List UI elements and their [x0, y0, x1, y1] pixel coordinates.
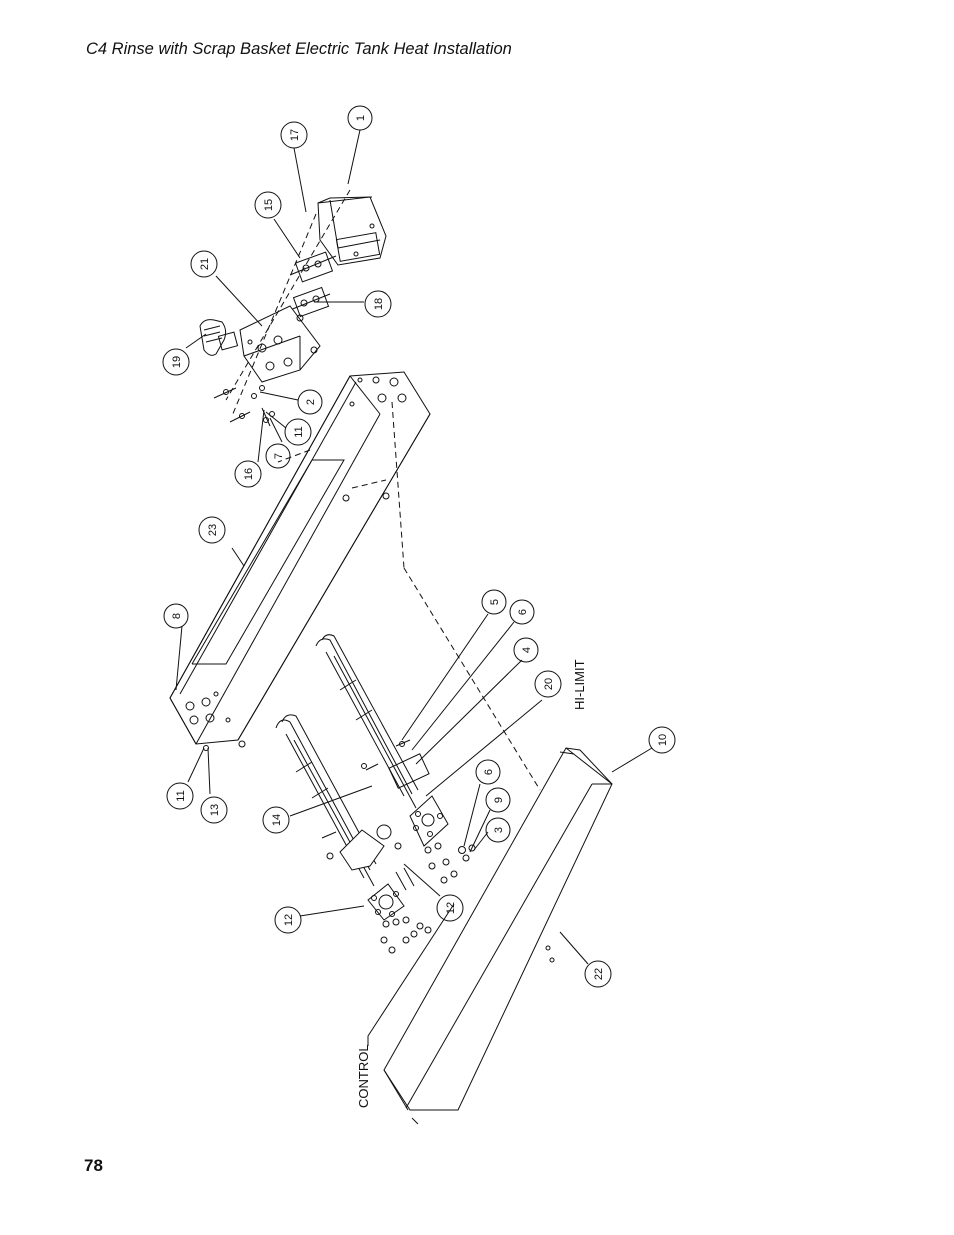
callout-6-lower: 6 — [483, 769, 495, 775]
callout-numbers: 1 17 15 21 19 18 2 11 7 16 23 8 11 13 5 … — [171, 115, 669, 1108]
heating-element-hi-limit — [315, 634, 449, 847]
callout-22: 22 — [593, 968, 605, 980]
callout-18: 18 — [373, 298, 385, 310]
terminal-block-lower — [289, 286, 331, 318]
terminal-block-upper — [289, 251, 337, 283]
callout-10: 10 — [657, 734, 669, 746]
callout-13: 13 — [209, 804, 221, 816]
callout-14: 14 — [271, 814, 283, 826]
callout-20: 20 — [543, 678, 555, 690]
washer-nut-clusters — [380, 842, 476, 954]
callout-17: 17 — [289, 129, 301, 141]
callout-16: 16 — [243, 468, 255, 480]
callout-15: 15 — [263, 199, 275, 211]
callout-4: 4 — [521, 647, 533, 653]
callout-19: 19 — [171, 356, 183, 368]
heating-element-control — [275, 714, 415, 921]
callout-12-left: 12 — [283, 914, 295, 926]
callout-9: 9 — [493, 797, 505, 803]
alignment-lines — [225, 189, 541, 791]
page-number: 78 — [84, 1156, 103, 1175]
callout-2: 2 — [305, 399, 317, 405]
mounting-screws-group — [213, 385, 275, 427]
callout-21: 21 — [199, 258, 211, 270]
callout-23: 23 — [207, 524, 219, 536]
callout-11-upper: 11 — [293, 426, 305, 437]
terminal-box-cover — [317, 196, 387, 266]
page-title: C4 Rinse with Scrap Basket Electric Tank… — [86, 40, 512, 58]
callout-11-lower: 11 — [175, 790, 187, 801]
callout-7: 7 — [273, 453, 285, 459]
callout-6-upper: 6 — [517, 609, 529, 615]
element-cover — [383, 747, 613, 1125]
callout-5: 5 — [489, 599, 501, 605]
callout-1: 1 — [355, 115, 367, 121]
hi-limit-label: HI-LIMIT — [572, 659, 587, 710]
control-label: CONTROL — [356, 1044, 371, 1108]
junction-box-bracket — [239, 305, 321, 383]
callout-3: 3 — [493, 827, 505, 833]
callout-8: 8 — [171, 613, 183, 619]
leader-lines — [175, 129, 653, 1046]
conduit-elbow-fitting — [199, 319, 239, 356]
callout-12-right: 12 — [445, 902, 457, 914]
element-housing-channel — [169, 371, 431, 751]
callout-circles — [162, 105, 676, 988]
